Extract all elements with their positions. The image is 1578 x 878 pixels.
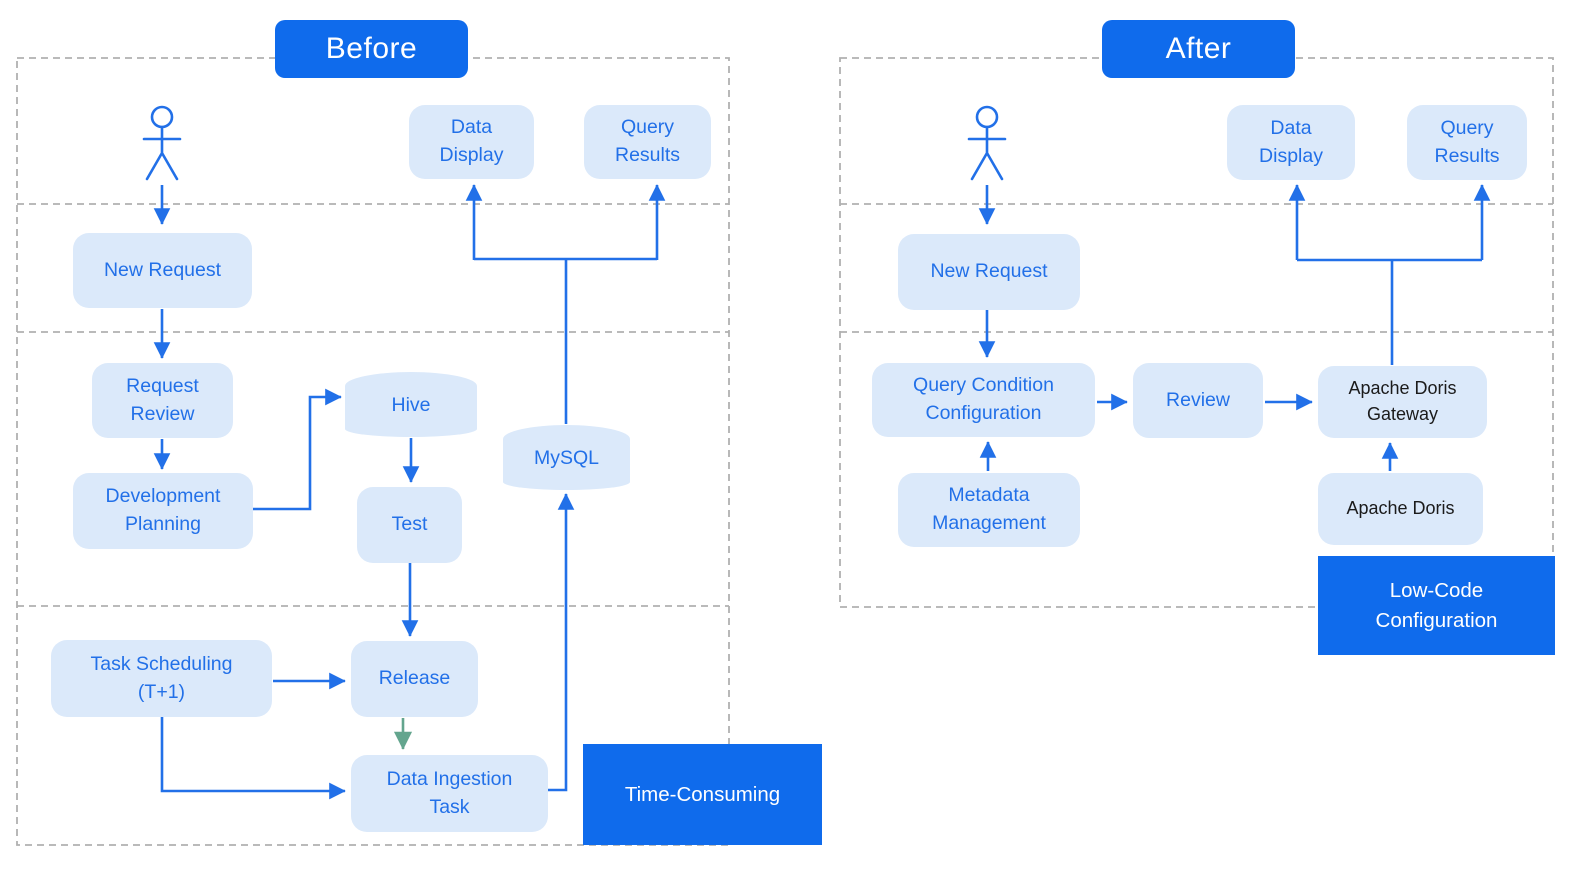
node-data-ingestion-task: Data Ingestion Task: [351, 755, 548, 832]
node-test: Test: [357, 487, 462, 563]
arrow-task-scheduling-to-data-ingestion: [160, 717, 346, 800]
node-development-planning: Development Planning: [73, 473, 253, 549]
node-query-results: Query Results: [584, 105, 711, 179]
before-lane-container: [16, 57, 730, 846]
node-mysql: MySQL: [533, 446, 599, 469]
arrow-data-ingestion-to-mysql: [548, 493, 575, 792]
node-data-display: Data Display: [409, 105, 534, 179]
node-new-request: New Request: [73, 233, 252, 308]
actor-icon: [967, 105, 1007, 181]
gateway-branch-stem: [1297, 258, 1482, 365]
node-request-review: Request Review: [92, 363, 233, 438]
after-title-banner: After: [1102, 20, 1295, 78]
node-release: Release: [351, 641, 478, 717]
actor-icon: [142, 105, 182, 181]
node-query-condition-configuration: Query Condition Configuration: [872, 363, 1095, 437]
node-task-scheduling: Task Scheduling (T+1): [51, 640, 272, 717]
low-code-configuration-callout: Low-Code Configuration: [1318, 556, 1555, 655]
node-hive: Hive: [391, 393, 431, 416]
node-apache-doris: Apache Doris: [1318, 473, 1483, 545]
node-apache-doris-gateway: Apache Doris Gateway: [1318, 366, 1487, 438]
arrow-development-planning-to-hive: [253, 388, 342, 511]
before-title-banner: Before: [275, 20, 468, 78]
mysql-cylinder-shape: [503, 425, 630, 490]
node-query-results: Query Results: [1407, 105, 1527, 180]
node-new-request: New Request: [898, 234, 1080, 310]
node-data-display: Data Display: [1227, 105, 1355, 180]
node-review: Review: [1133, 363, 1263, 438]
time-consuming-callout: Time-Consuming: [583, 744, 822, 845]
mysql-branch-stem: [474, 257, 657, 424]
node-metadata-management: Metadata Management: [898, 473, 1080, 547]
hive-cylinder-shape: [345, 372, 477, 437]
